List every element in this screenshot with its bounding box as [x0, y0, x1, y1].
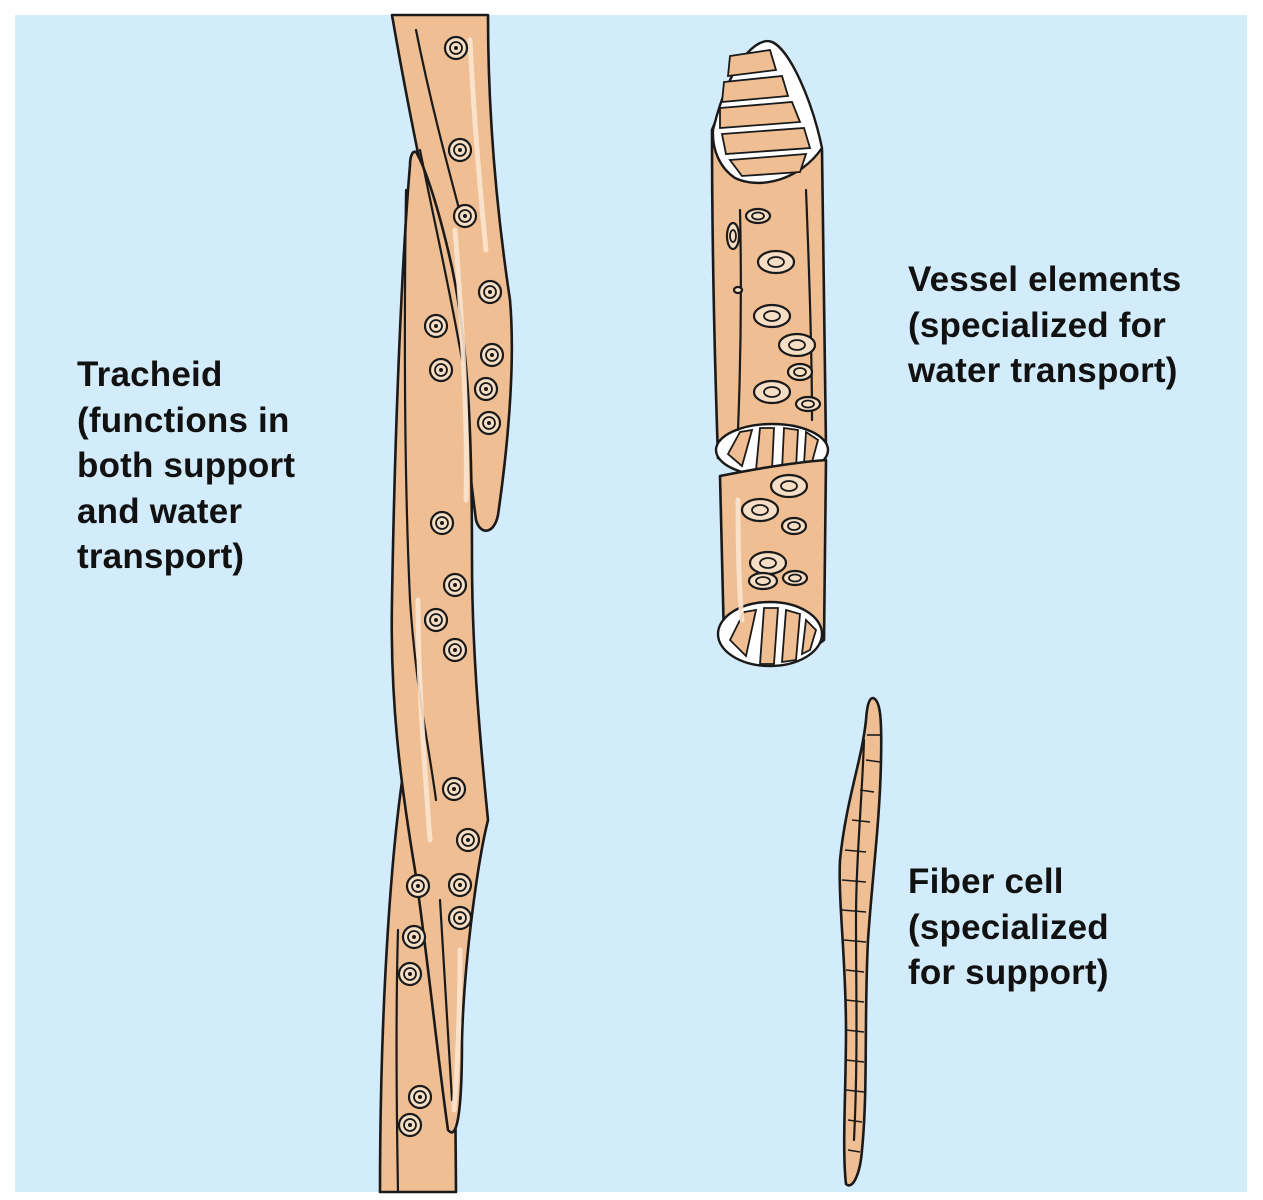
- tracheid-pits: [397, 35, 505, 1138]
- fiber-cell-label: Fiber cell (specialized for support): [908, 862, 1109, 992]
- vessel-elements: [710, 39, 830, 668]
- tracheid-cells: [378, 13, 514, 1194]
- vessel-pits: [725, 207, 822, 591]
- fiber-cell: [838, 696, 883, 1187]
- vessel-elements-label: Vessel elements (specialized for water t…: [908, 260, 1182, 390]
- tracheid-label: Tracheid (functions in both support and …: [77, 355, 296, 576]
- diagram-background: [15, 15, 1247, 1192]
